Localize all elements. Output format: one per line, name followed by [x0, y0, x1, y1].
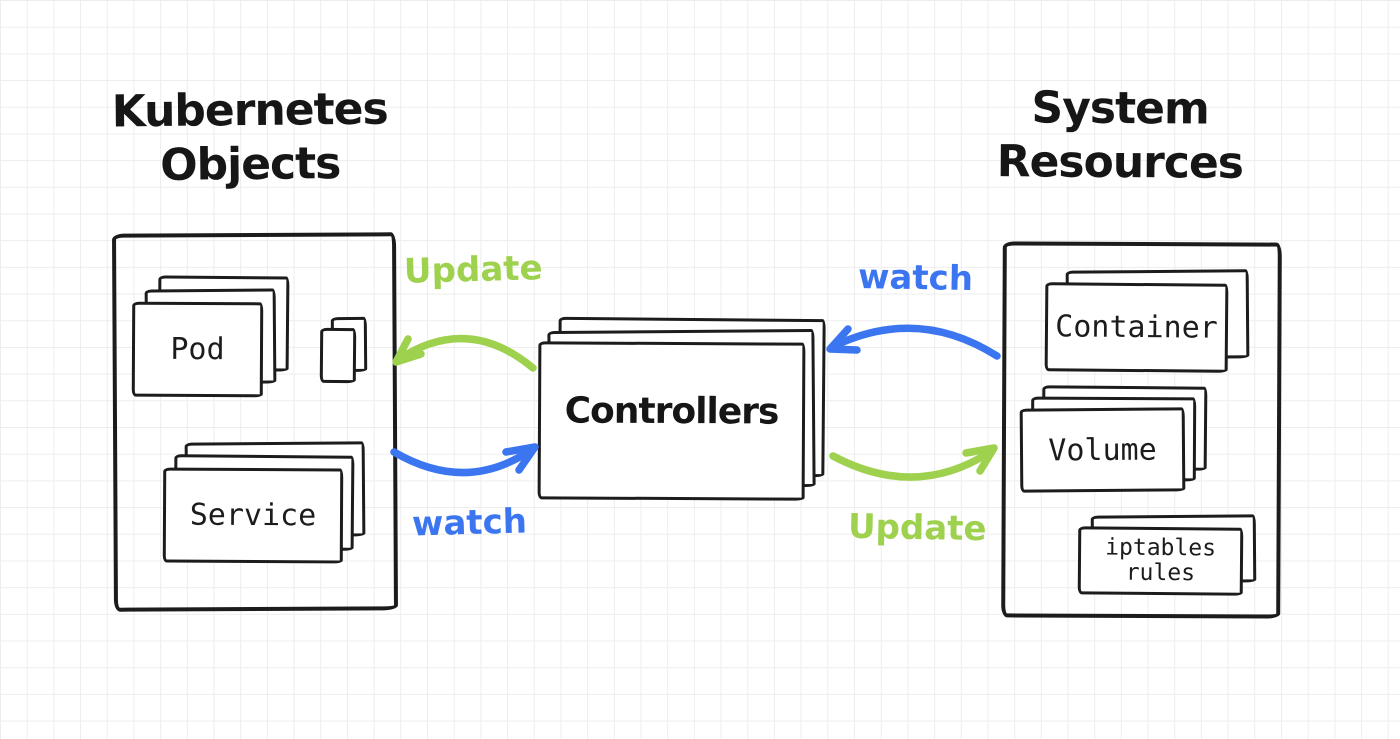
container-label: Container: [1055, 309, 1218, 346]
watch-left-label: watch: [411, 501, 528, 545]
update-right-label: Update: [847, 506, 987, 550]
update-left-label: Update: [403, 248, 544, 292]
iptables-rules-stack: iptables rules: [1077, 514, 1257, 596]
system-resources-title-line1: System: [1031, 82, 1210, 135]
watch-right-arrow: [826, 324, 1001, 360]
service-sheet-front: Service: [162, 467, 344, 564]
controllers-label: Controllers: [564, 389, 779, 433]
kubernetes-objects-title-line1: Kubernetes: [111, 83, 388, 138]
small-pod-sheet-front: [319, 327, 357, 384]
controllers-stack: Controllers: [537, 316, 826, 501]
watch-left-arrow: [390, 443, 539, 477]
update-right-arrow: [829, 444, 998, 481]
watch-right-label: watch: [857, 256, 974, 300]
volume-stack: Volume: [1019, 385, 1208, 493]
kubernetes-objects-title: Kubernetes Objects: [59, 82, 440, 193]
system-resources-title-line2: Resources: [996, 135, 1244, 189]
pod-stack: Pod: [131, 275, 290, 398]
controllers-sheet-front: Controllers: [537, 341, 806, 501]
small-pods-stack: [319, 316, 368, 384]
pod-sheet-front: Pod: [131, 301, 264, 398]
kubernetes-objects-title-line2: Objects: [159, 137, 341, 191]
volume-sheet-front: Volume: [1019, 407, 1186, 493]
system-resources-title: System Resources: [950, 81, 1291, 191]
container-stack: Container: [1044, 269, 1250, 373]
service-label: Service: [189, 497, 317, 534]
pod-label: Pod: [170, 331, 225, 368]
volume-label: Volume: [1048, 432, 1157, 468]
container-sheet-front: Container: [1044, 282, 1229, 373]
service-stack: Service: [162, 441, 366, 564]
iptables-rules-label: iptables rules: [1105, 534, 1217, 587]
iptables-sheet-front: iptables rules: [1077, 526, 1244, 596]
update-left-arrow: [392, 334, 537, 372]
